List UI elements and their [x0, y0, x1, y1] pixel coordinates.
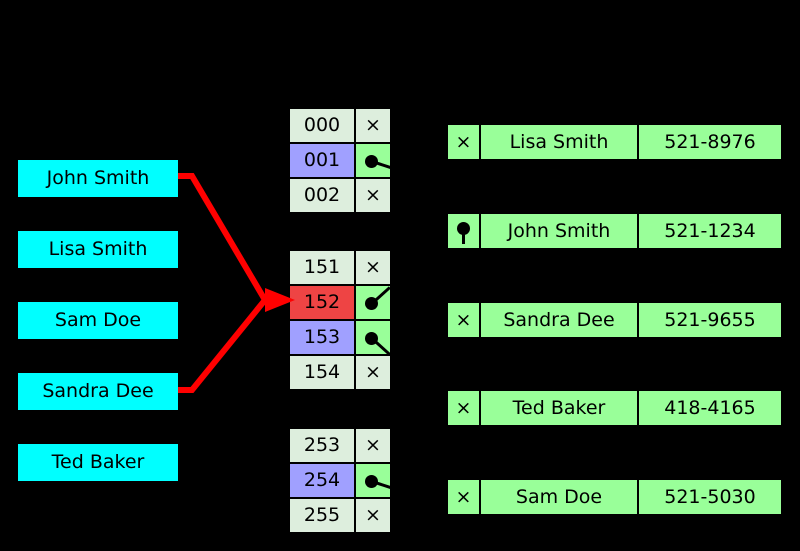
record-name-cell[interactable]: Lisa Smith — [480, 124, 638, 160]
collision-arrow-line — [178, 173, 268, 302]
null-x-icon: × — [455, 130, 472, 153]
collision-arrow-line — [178, 298, 268, 393]
bucket-row[interactable]: 254 — [289, 463, 394, 498]
bucket-pointer-cell[interactable] — [355, 143, 394, 178]
bucket-index-cell[interactable]: 153 — [289, 320, 355, 355]
null-x-icon: × — [365, 114, 381, 136]
bucket-null-cell[interactable]: × — [355, 250, 391, 285]
bucket-index-cell[interactable]: 253 — [289, 428, 355, 463]
key-box[interactable]: Ted Baker — [18, 444, 178, 481]
record-null-cell[interactable]: × — [447, 390, 480, 426]
bucket-index-cell[interactable]: 152 — [289, 285, 355, 320]
pointer-dot-icon — [365, 475, 378, 488]
record-name-cell[interactable]: Sam Doe — [480, 479, 638, 515]
bucket-row[interactable]: 153 — [289, 320, 391, 356]
bucket-row[interactable]: 255 × — [289, 498, 391, 533]
bucket-pointer-cell[interactable] — [355, 320, 391, 356]
bucket-null-cell[interactable]: × — [355, 355, 391, 390]
record-phone-cell[interactable]: 521-9655 — [638, 302, 782, 338]
null-x-icon: × — [365, 434, 381, 456]
bucket-index-cell[interactable]: 000 — [289, 108, 355, 143]
record-phone-cell[interactable]: 521-8976 — [638, 124, 782, 160]
bucket-null-cell[interactable]: × — [355, 498, 391, 533]
key-label: Sam Doe — [54, 309, 142, 331]
record-name-cell[interactable]: John Smith — [480, 213, 638, 249]
bucket-row[interactable]: 001 — [289, 143, 394, 178]
pointer-link-line — [370, 286, 391, 305]
record-phone-cell[interactable]: 521-1234 — [638, 213, 782, 249]
key-label: Lisa Smith — [48, 238, 148, 260]
record-next-pointer-cell[interactable] — [447, 213, 480, 249]
null-x-icon: × — [455, 308, 472, 331]
bucket-index-cell[interactable]: 154 — [289, 355, 355, 390]
record-null-cell[interactable]: × — [447, 302, 480, 338]
key-box[interactable]: John Smith — [18, 160, 178, 197]
bucket-index-cell[interactable]: 255 — [289, 498, 355, 533]
bucket-row[interactable]: 002 × — [289, 178, 391, 213]
null-x-icon: × — [455, 485, 472, 508]
bucket-index-cell[interactable]: 001 — [289, 143, 355, 178]
bucket-null-cell[interactable]: × — [355, 178, 391, 213]
bucket-row[interactable]: 253 × — [289, 428, 391, 463]
key-label: Ted Baker — [51, 451, 145, 473]
null-x-icon: × — [365, 256, 381, 278]
pointer-link-line — [462, 228, 465, 244]
record-name-cell[interactable]: Sandra Dee — [480, 302, 638, 338]
bucket-row[interactable]: 152 — [289, 285, 391, 320]
bucket-row[interactable]: 154 × — [289, 355, 391, 390]
bucket-index-cell[interactable]: 002 — [289, 178, 355, 213]
bucket-row[interactable]: 000 × — [289, 108, 391, 143]
bucket-null-cell[interactable]: × — [355, 108, 391, 143]
bucket-index-cell[interactable]: 254 — [289, 463, 355, 498]
record-phone-cell[interactable]: 418-4165 — [638, 390, 782, 426]
key-box[interactable]: Lisa Smith — [18, 231, 178, 268]
null-x-icon: × — [365, 184, 381, 206]
pointer-dot-icon — [365, 155, 378, 168]
key-label: Sandra Dee — [42, 380, 154, 402]
null-x-icon: × — [455, 396, 472, 419]
record-null-cell[interactable]: × — [447, 124, 480, 160]
bucket-pointer-cell[interactable] — [355, 285, 391, 320]
key-label: John Smith — [46, 167, 150, 189]
null-x-icon: × — [365, 504, 381, 526]
bucket-row[interactable]: 151 × — [289, 250, 391, 285]
bucket-null-cell[interactable]: × — [355, 428, 391, 463]
record-name-cell[interactable]: Ted Baker — [480, 390, 638, 426]
record-null-cell[interactable]: × — [447, 479, 480, 515]
record-phone-cell[interactable]: 521-5030 — [638, 479, 782, 515]
bucket-pointer-cell[interactable] — [355, 463, 394, 498]
pointer-link-line — [370, 337, 391, 356]
bucket-index-cell[interactable]: 151 — [289, 250, 355, 285]
key-box[interactable]: Sandra Dee — [18, 373, 178, 410]
key-box[interactable]: Sam Doe — [18, 302, 178, 339]
null-x-icon: × — [365, 361, 381, 383]
